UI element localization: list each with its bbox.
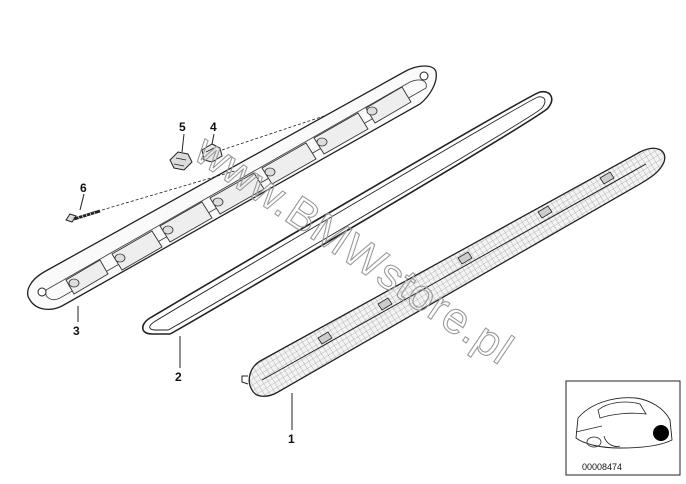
callout-6: 6 [80, 181, 87, 195]
lens-clips [317, 171, 615, 345]
thumbnail-inset: 00008474 [565, 380, 681, 476]
callout-2: 2 [175, 370, 182, 384]
brake-light-lens-part-1 [241, 147, 666, 397]
car-thumbnail-icon [575, 397, 673, 449]
lamp-chambers [65, 86, 412, 295]
callout-1: 1 [288, 432, 295, 446]
gasket-part-2 [141, 90, 553, 335]
lamp-housing-part-3 [27, 65, 437, 311]
screw-part-6 [65, 209, 101, 223]
leader-lines [77, 133, 293, 430]
callout-4: 4 [210, 120, 217, 134]
callout-3: 3 [73, 324, 80, 338]
bulb-part-5 [169, 151, 193, 171]
callout-5: 5 [179, 120, 186, 134]
assembly-lines [101, 115, 325, 211]
drawing-number: 00008474 [582, 462, 622, 472]
